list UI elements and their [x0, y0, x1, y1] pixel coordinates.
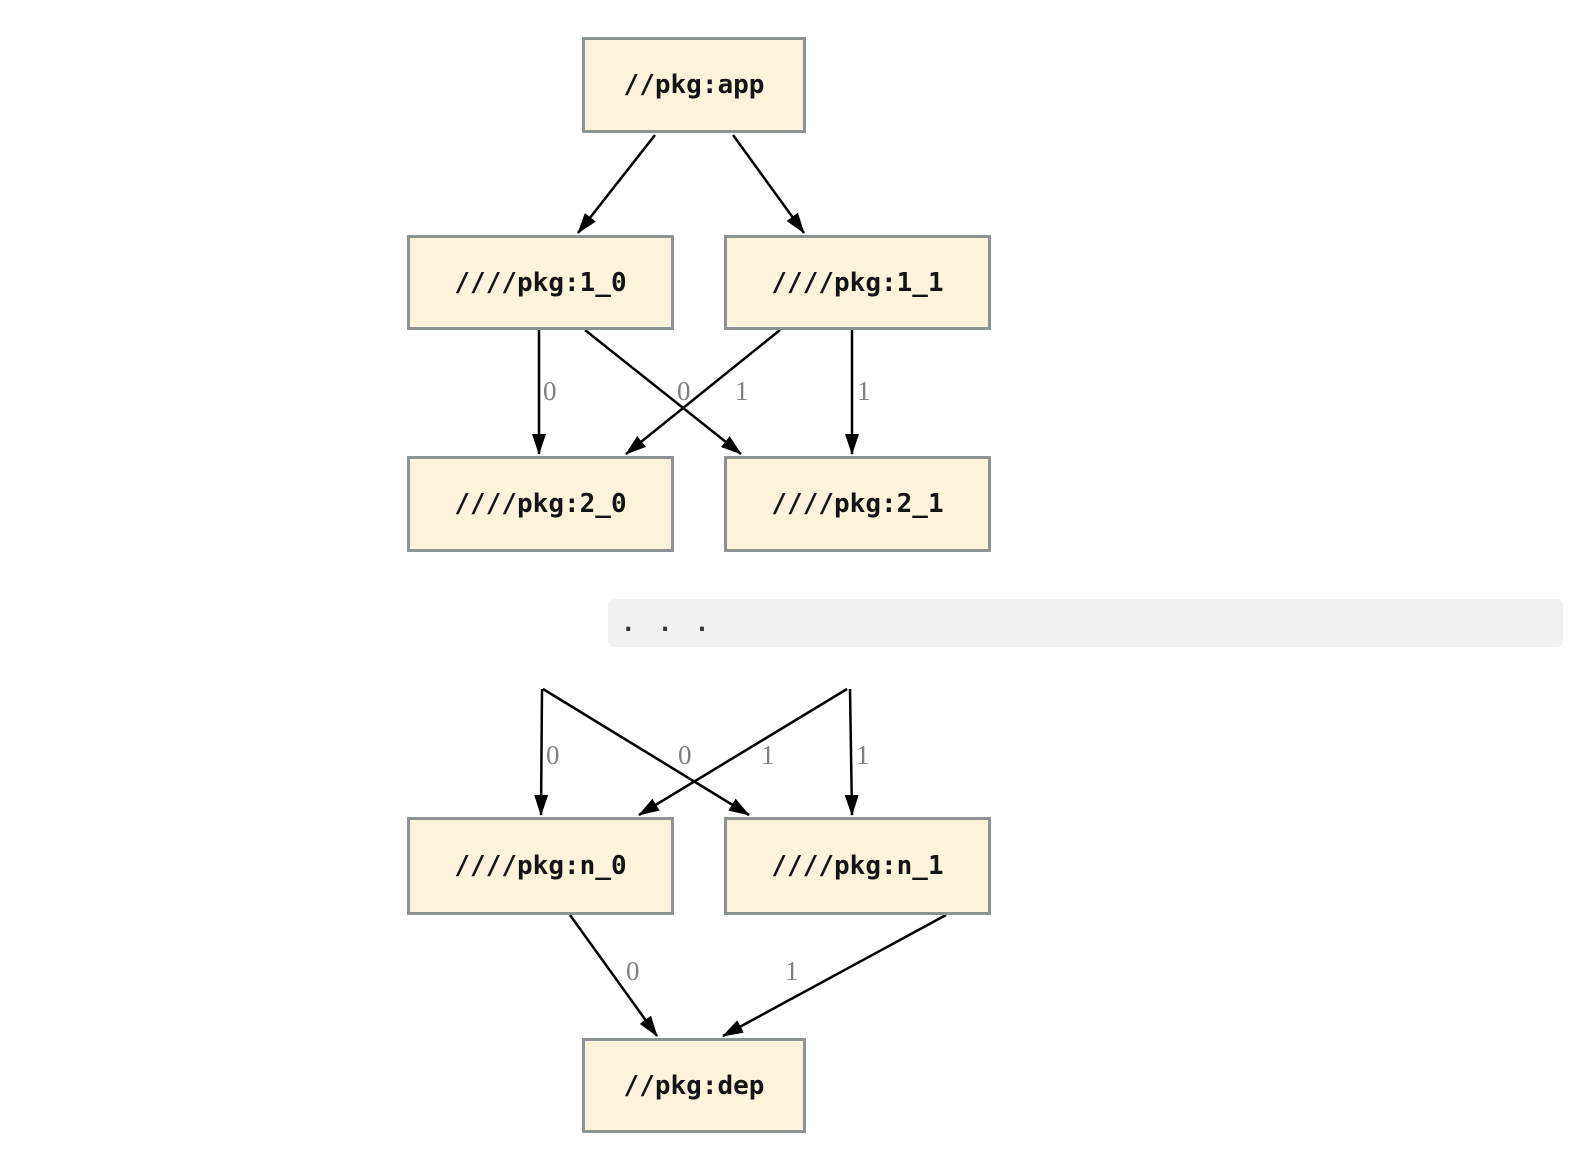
node-pkg-app: //pkg:app	[582, 37, 806, 133]
ellipsis-row: . . .	[608, 599, 1563, 647]
edge-ellipsis-to-n_1-straight	[844, 688, 859, 816]
edge-label-n_1-dep: 1	[785, 956, 799, 986]
node-pkg-1_0: ////pkg:1_0	[407, 235, 674, 330]
edge-label-ellipsis-n_1-straight: 1	[856, 740, 870, 770]
edge-app-to-1_0	[577, 134, 656, 234]
edge-ellipsis-to-n_0-cross	[638, 687, 848, 817]
node-pkg-2_0: ////pkg:2_0	[407, 456, 674, 552]
node-pkg-2_1: ////pkg:2_1	[724, 456, 991, 552]
edge-label-1_1-2_0: 0	[677, 376, 691, 406]
node-pkg-n_0: ////pkg:n_0	[407, 817, 674, 915]
edge-label-n_0-dep: 0	[626, 956, 640, 986]
edge-label-ellipsis-n_0-cross: 0	[678, 740, 692, 770]
edge-label-ellipsis-n_1-cross: 1	[761, 740, 775, 770]
edge-ellipsis-to-n_0-straight	[534, 688, 549, 816]
edge-1_0-to-2_1	[584, 329, 742, 455]
edge-n_0-to-dep	[568, 914, 659, 1037]
edge-1_1-to-2_0	[625, 329, 781, 455]
node-pkg-1_1: ////pkg:1_1	[724, 235, 991, 330]
node-pkg-dep: //pkg:dep	[582, 1038, 806, 1133]
node-pkg-n_1: ////pkg:n_1	[724, 817, 991, 915]
edge-label-1_1-2_1: 1	[857, 376, 871, 406]
edge-ellipsis-to-n_1-cross	[542, 687, 750, 817]
edge-label-1_0-2_1: 1	[735, 376, 749, 406]
edge-label-1_0-2_0: 0	[543, 376, 557, 406]
edge-app-to-1_1	[731, 134, 806, 234]
edge-label-ellipsis-n_0-straight: 0	[546, 740, 560, 770]
edge-n_1-to-dep	[722, 913, 947, 1038]
